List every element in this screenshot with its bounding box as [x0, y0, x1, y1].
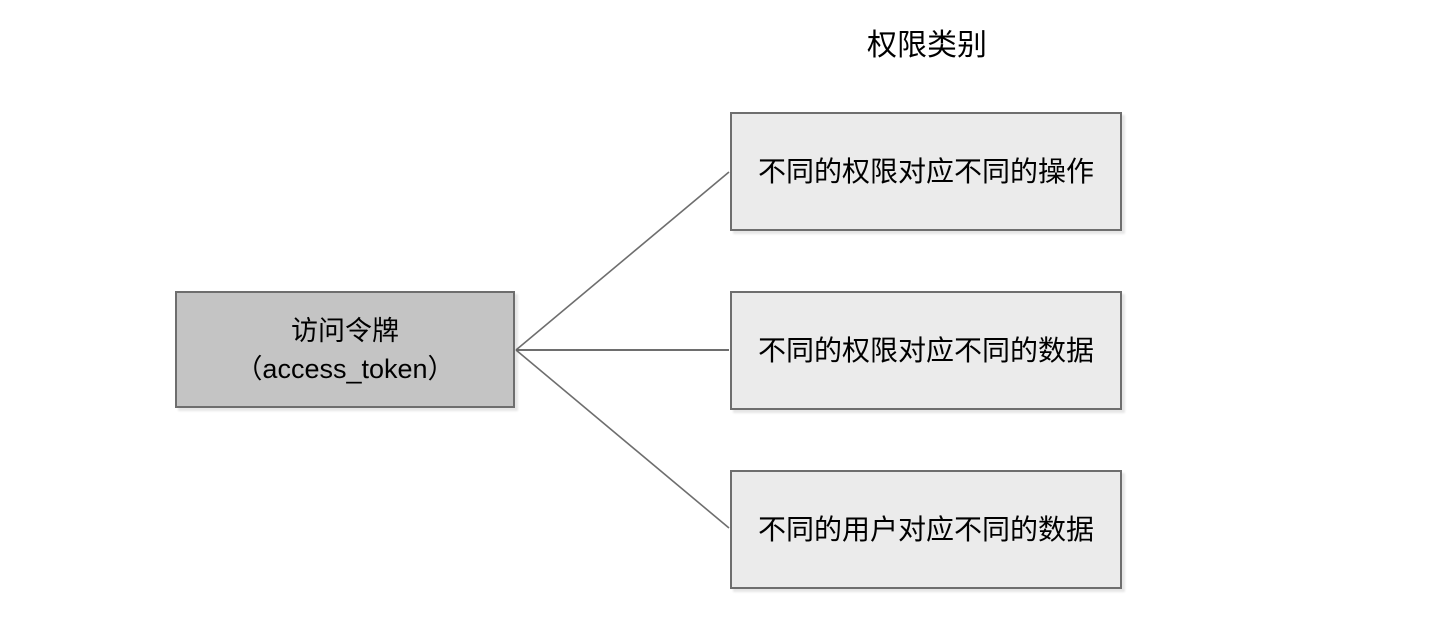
node-branch-2-label: 不同的权限对应不同的数据 [758, 334, 1095, 366]
node-access-token-line-2: （access_token） [235, 353, 455, 384]
node-branch-3[interactable]: 不同的用户对应不同的数据 [730, 470, 1122, 589]
node-branch-1[interactable]: 不同的权限对应不同的操作 [730, 112, 1122, 231]
node-access-token[interactable]: 访问令牌 （access_token） [175, 291, 515, 408]
node-access-token-line-1: 访问令牌 [290, 315, 399, 346]
node-branch-3-label: 不同的用户对应不同的数据 [758, 513, 1095, 545]
connector-to-branch-1 [515, 171, 730, 351]
node-branch-1-label: 不同的权限对应不同的操作 [758, 155, 1095, 187]
node-access-token-text: 访问令牌 （access_token） [235, 312, 454, 388]
node-branch-2[interactable]: 不同的权限对应不同的数据 [730, 291, 1122, 410]
diagram-title: 权限类别 [867, 29, 987, 62]
connector-to-branch-3 [515, 349, 730, 529]
